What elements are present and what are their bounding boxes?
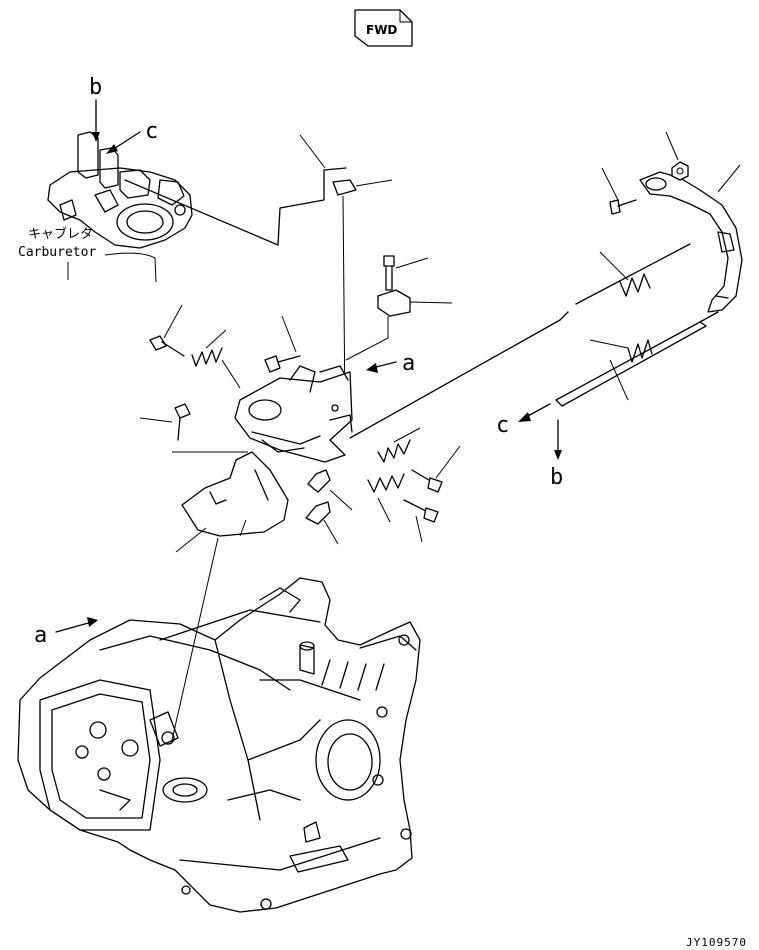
spring-left-upper <box>191 347 241 389</box>
arrow-c-top <box>111 131 141 151</box>
throttle-cable <box>555 311 719 407</box>
choke-rod <box>124 167 347 246</box>
spring-right-lower <box>367 473 405 493</box>
guide-line-to-engine <box>171 537 219 741</box>
fwd-badge: FWD <box>354 9 413 47</box>
governor-lever-assembly <box>234 365 353 463</box>
carburetor <box>47 131 193 249</box>
spring-right-upper <box>377 439 411 463</box>
throttle-rod <box>349 311 569 439</box>
fwd-label: FWD <box>366 23 397 37</box>
ref-c-top: c <box>145 119 158 144</box>
leader-control-lever <box>717 164 741 193</box>
bushing-upper <box>307 469 331 493</box>
leader-carburetor <box>67 252 157 283</box>
bushing-lower <box>305 501 331 525</box>
throttle-spring <box>599 251 651 297</box>
bolt-right-upper <box>411 469 443 493</box>
ref-a-mid: a <box>402 351 415 376</box>
bolt-mid <box>264 355 301 373</box>
cable-clamp <box>377 289 411 317</box>
ref-c-right: c <box>496 413 509 438</box>
ref-b-top: b <box>89 75 102 100</box>
bolt-right-lower <box>403 499 439 523</box>
bolt-lever <box>609 199 637 215</box>
ref-a-left: a <box>34 623 47 648</box>
governor-base-plate <box>181 451 289 537</box>
engine-block <box>17 577 421 913</box>
bolt-left-lower <box>174 403 191 441</box>
rod-clip <box>332 179 357 196</box>
leader-rod-clip <box>355 179 393 187</box>
control-lever <box>639 171 743 313</box>
bolt-left-upper <box>149 335 185 357</box>
bolt-upper <box>383 255 395 291</box>
leader-choke-rod <box>299 134 326 169</box>
carburetor-en-label: Carburetor <box>18 245 96 260</box>
document-id: JY109570 <box>686 936 747 949</box>
carburetor-jp-label: キャブレタ <box>28 226 93 242</box>
ref-b-right: b <box>550 465 563 490</box>
nut <box>671 161 689 181</box>
